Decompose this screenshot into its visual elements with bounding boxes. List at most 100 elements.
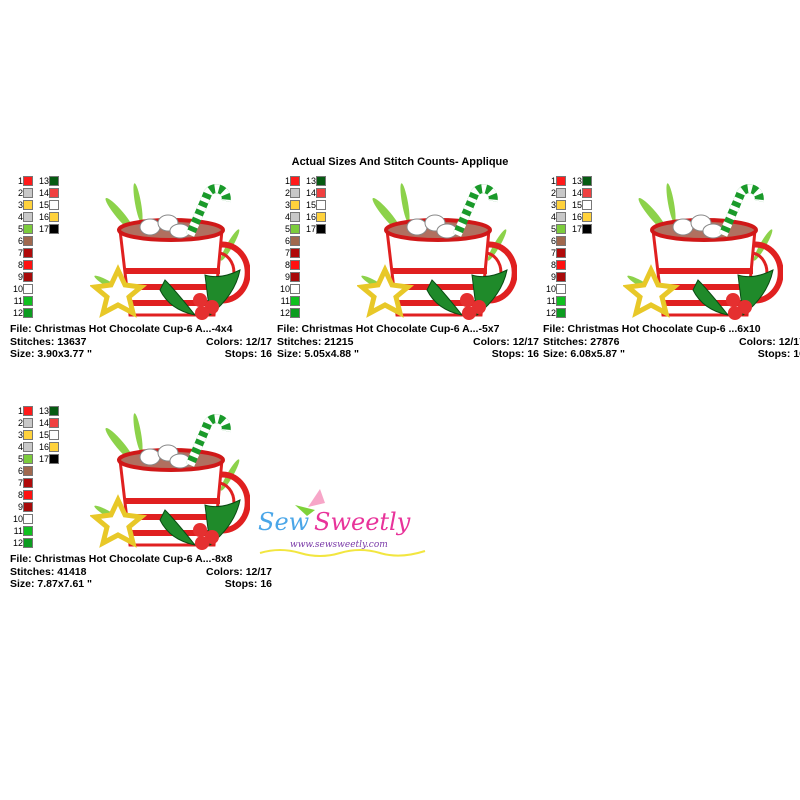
- swatch-color: [49, 188, 59, 198]
- swatch-color: [290, 188, 300, 198]
- swatch-color: [49, 176, 59, 186]
- swatch-color: [23, 296, 33, 306]
- swatch-color: [582, 188, 592, 198]
- color-swatch-3: 3: [543, 199, 566, 211]
- logo-sew-text: Sew: [258, 508, 310, 536]
- color-count: Colors: 12/17: [739, 335, 800, 348]
- color-swatch-14: 14: [36, 187, 59, 199]
- stop-count: Stops: 16: [757, 348, 800, 360]
- color-swatch-1: 1: [10, 175, 33, 187]
- stitch-count: Stitches: 27876: [543, 335, 620, 348]
- logo-sweetly-text: Sweetly: [314, 508, 411, 536]
- color-swatch-15: 15: [569, 199, 592, 211]
- stitch-count: Stitches: 21215: [277, 335, 354, 348]
- swatch-color: [290, 272, 300, 282]
- swatch-color: [23, 308, 33, 318]
- file-name: File: Christmas Hot Chocolate Cup-6 A...…: [10, 553, 233, 565]
- swatch-color: [316, 188, 326, 198]
- color-swatch-7: 7: [10, 247, 33, 259]
- color-swatch-5: 5: [277, 223, 300, 235]
- color-count: Colors: 12/17: [206, 565, 272, 578]
- color-swatch-4: 4: [543, 211, 566, 223]
- color-swatch-7: 7: [10, 477, 33, 489]
- color-swatch-7: 7: [277, 247, 300, 259]
- swatch-color: [23, 272, 33, 282]
- swatch-color: [23, 442, 33, 452]
- color-swatch-16: 16: [569, 211, 592, 223]
- color-swatch-16: 16: [303, 211, 326, 223]
- swatch-color: [23, 188, 33, 198]
- swatch-color: [23, 200, 33, 210]
- color-swatch-14: 14: [569, 187, 592, 199]
- swatch-color: [556, 236, 566, 246]
- color-swatch-3: 3: [10, 199, 33, 211]
- color-swatch-8: 8: [543, 259, 566, 271]
- swatch-color: [556, 176, 566, 186]
- color-swatch-13: 13: [36, 175, 59, 187]
- swatch-color: [556, 212, 566, 222]
- color-swatch-1: 1: [277, 175, 300, 187]
- swatch-color: [23, 490, 33, 500]
- color-swatch-1: 1: [10, 405, 33, 417]
- swatch-color: [23, 176, 33, 186]
- design-preview-image: [90, 183, 250, 320]
- swatch-color: [316, 212, 326, 222]
- color-swatch-14: 14: [303, 187, 326, 199]
- swatch-color: [556, 296, 566, 306]
- design-size: Size: 3.90x3.77 ": [10, 348, 93, 360]
- swatch-color: [316, 224, 326, 234]
- color-swatch-11: 11: [543, 295, 566, 307]
- design-preview-image: [623, 183, 783, 320]
- stop-count: Stops: 16: [224, 578, 272, 590]
- color-swatch-4: 4: [10, 441, 33, 453]
- swatch-color: [316, 176, 326, 186]
- design-preview-image: [90, 413, 250, 550]
- swatch-color: [290, 176, 300, 186]
- color-swatch-11: 11: [10, 525, 33, 537]
- swatch-color: [23, 514, 33, 524]
- swatch-color: [290, 260, 300, 270]
- color-count: Colors: 12/17: [473, 335, 539, 348]
- swatch-color: [556, 308, 566, 318]
- design-preview-image: [357, 183, 517, 320]
- color-swatch-12: 12: [10, 307, 33, 319]
- color-swatch-13: 13: [303, 175, 326, 187]
- swatch-color: [23, 284, 33, 294]
- file-name: File: Christmas Hot Chocolate Cup-6 A...…: [277, 323, 500, 335]
- color-swatch-15: 15: [36, 429, 59, 441]
- file-name: File: Christmas Hot Chocolate Cup-6 A...…: [10, 323, 233, 335]
- swatch-color: [23, 454, 33, 464]
- swatch-color: [23, 538, 33, 548]
- swatch-color: [49, 200, 59, 210]
- swatch-color: [290, 296, 300, 306]
- color-swatch-6: 6: [277, 235, 300, 247]
- swatch-color: [582, 212, 592, 222]
- color-swatch-6: 6: [10, 235, 33, 247]
- color-swatch-16: 16: [36, 211, 59, 223]
- design-size: Size: 5.05x4.88 ": [277, 348, 360, 360]
- color-swatch-9: 9: [10, 501, 33, 513]
- design-size: Size: 7.87x7.61 ": [10, 578, 93, 590]
- swatch-color: [23, 248, 33, 258]
- color-swatch-3: 3: [277, 199, 300, 211]
- swatch-color: [290, 224, 300, 234]
- color-swatch-17: 17: [36, 453, 59, 465]
- color-swatch-13: 13: [569, 175, 592, 187]
- swatch-color: [290, 236, 300, 246]
- swatch-color: [23, 526, 33, 536]
- color-swatch-6: 6: [10, 465, 33, 477]
- swatch-color: [23, 466, 33, 476]
- swatch-color: [49, 418, 59, 428]
- color-swatch-2: 2: [543, 187, 566, 199]
- stitch-count: Stitches: 41418: [10, 565, 87, 578]
- swatch-color: [556, 224, 566, 234]
- swatch-color: [556, 248, 566, 258]
- logo-url-text: www.sewsweetly.com: [290, 540, 388, 550]
- swatch-color: [23, 430, 33, 440]
- color-swatch-17: 17: [569, 223, 592, 235]
- design-info: File: Christmas Hot Chocolate Cup-6 ...6…: [543, 323, 800, 361]
- color-swatch-8: 8: [10, 259, 33, 271]
- color-swatch-8: 8: [10, 489, 33, 501]
